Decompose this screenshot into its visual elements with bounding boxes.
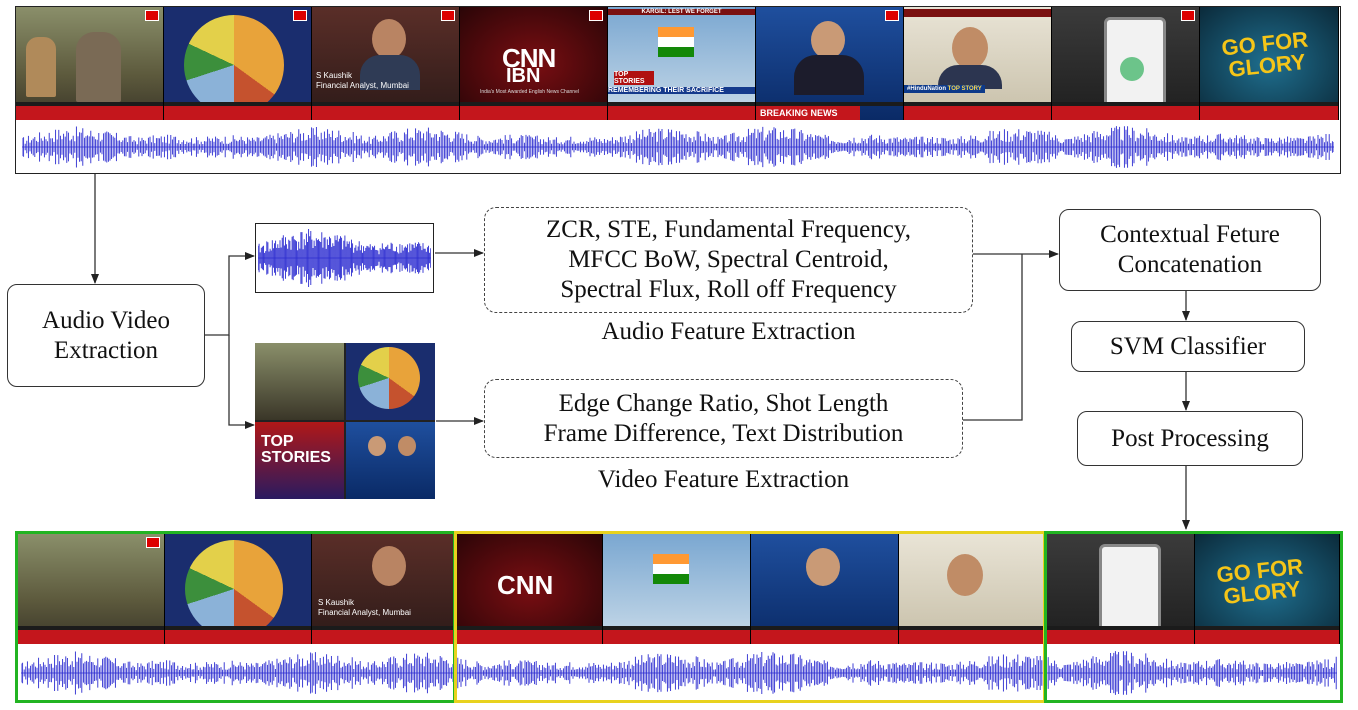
segment-box-1 [15, 531, 456, 703]
audio-clip-panel [255, 223, 434, 293]
video-features-line-1: Edge Change Ratio, Shot Length [558, 389, 889, 417]
thumbnail-cnn-ibn: CNN IBN India's Most Awarded English New… [460, 7, 608, 120]
top-story-banner: #HinduNation TOP STORY [904, 85, 985, 93]
input-audio-waveform [22, 126, 1334, 168]
top-stories-label: TOP STORIES [614, 71, 654, 85]
audio-features-line-2: MFCC BoW, Spectral Centroid, [568, 246, 889, 273]
contextual-concatenation-box: Contextual Feture Concatenation [1059, 209, 1321, 291]
arrow-video-features-to-concat [963, 254, 1023, 421]
thumbnail-pie-graphic [164, 7, 312, 120]
thumbnail-analyst: S Kaushik Financial Analyst, Mumbai [312, 7, 460, 120]
video-features-box: Edge Change Ratio, Shot Length Frame Dif… [484, 379, 963, 458]
input-video-strip: S Kaushik Financial Analyst, Mumbai CNN … [15, 6, 1341, 174]
audio-video-extraction-label: Audio Video Extraction [42, 306, 170, 364]
kargil-banner: KARGIL: LEST WE FORGET [608, 9, 755, 15]
segment-box-3 [1044, 531, 1343, 703]
breaking-news-label: BREAKING NEWS [756, 106, 860, 120]
collage-top-stories: TOP STORIES [261, 433, 331, 466]
thumbnail-anchor: BREAKING NEWS [756, 7, 904, 120]
audio-features-box: ZCR, STE, Fundamental Frequency, MFCC Bo… [484, 207, 973, 313]
audio-features-line-1: ZCR, STE, Fundamental Frequency, [546, 216, 911, 243]
segment-box-2 [454, 531, 1046, 703]
out-thumb-1 [18, 534, 165, 644]
analyst-name-caption: S Kaushik Financial Analyst, Mumbai [316, 71, 409, 90]
out-thumb-6 [751, 534, 899, 644]
out-thumb-8 [1047, 534, 1195, 644]
arrow-extraction-to-audio [205, 252, 255, 336]
out-thumb-7 [899, 534, 1047, 644]
remembering-banner: REMEMBERING THEIR SACRIFICE [608, 87, 755, 94]
out-thumb-4: CNN [455, 534, 603, 644]
out-thumb-2 [165, 534, 312, 644]
thumbnail-guest: #HinduNation TOP STORY [904, 7, 1052, 120]
video-features-line-2: Frame Difference, Text Distribution [543, 419, 904, 447]
input-thumbnail-row: S Kaushik Financial Analyst, Mumbai CNN … [16, 7, 1339, 120]
contextual-line-1: Contextual Feture [1100, 221, 1280, 248]
thumbnail-kargil: KARGIL: LEST WE FORGET TOP STORIES REMEM… [608, 7, 756, 120]
video-feature-extraction-caption: Video Feature Extraction [597, 466, 850, 493]
thumbnail-field-scene [16, 7, 164, 120]
cnn-ibn-tagline: India's Most Awarded English News Channe… [480, 89, 579, 95]
post-processing-box: Post Processing [1077, 411, 1303, 466]
thumbnail-glory: GO FOR GLORY [1200, 7, 1339, 120]
post-processing-label: Post Processing [1111, 424, 1269, 452]
svm-classifier-label: SVM Classifier [1109, 332, 1267, 360]
svm-classifier-box: SVM Classifier [1071, 321, 1305, 372]
thumbnail-phone [1052, 7, 1200, 120]
arrow-extraction-to-video [228, 335, 255, 429]
contextual-line-2: Concatenation [1117, 251, 1263, 278]
audio-features-line-3: Spectral Flux, Roll off Frequency [560, 276, 897, 303]
out-thumb-9: GO FOR GLORY [1195, 534, 1340, 644]
video-frames-panel: TOP STORIES [255, 343, 435, 499]
audio-video-extraction-box: Audio Video Extraction [7, 284, 205, 387]
audio-clip-waveform [258, 229, 431, 287]
audio-feature-extraction-caption: Audio Feature Extraction [601, 318, 856, 345]
out-thumb-5 [603, 534, 751, 644]
